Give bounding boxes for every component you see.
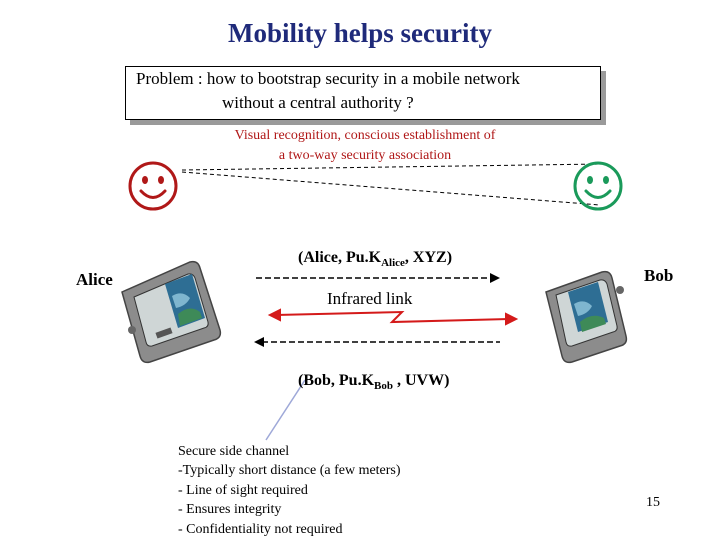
visual-note-line-1: Visual recognition, conscious establishm…	[234, 128, 496, 143]
bob-message: (Bob, Pu.KBob , UVW)	[298, 372, 449, 392]
bob-to-alice-arrowhead	[254, 337, 264, 347]
bob-smiley-icon	[573, 161, 623, 211]
side-channel-item: - Confidentiality not required	[178, 521, 343, 537]
visual-line-top	[181, 163, 601, 171]
alice-message-sub: Alice	[381, 257, 405, 270]
bob-message-post: , UVW)	[392, 372, 450, 389]
page-number: 15	[646, 495, 660, 510]
bob-pda-icon	[545, 270, 628, 364]
visual-note-line-2: a two-way security association	[278, 148, 452, 163]
bob-message-pre: (Bob, Pu.K	[298, 372, 375, 389]
side-channel-heading: Secure side channel	[178, 444, 290, 459]
alice-message-post: , XYZ)	[404, 249, 453, 266]
visual-line-bottom	[181, 171, 601, 206]
problem-line-2: without a central authority ?	[222, 93, 414, 112]
problem-line-1: Problem : how to bootstrap security in a…	[136, 69, 520, 88]
slide-title: Mobility helps security	[228, 18, 492, 48]
alice-message: (Alice, Pu.KAlice, XYZ)	[298, 249, 452, 269]
alice-pda-icon	[121, 260, 222, 364]
alice-to-bob-arrowhead	[490, 273, 500, 283]
side-channel-list: Secure side channel -Typically short dis…	[178, 442, 401, 539]
side-channel-item: - Line of sight required	[178, 482, 308, 498]
problem-box	[125, 66, 601, 120]
alice-smiley-icon	[128, 161, 178, 211]
side-channel-item: -Typically short distance (a few meters)	[178, 463, 401, 479]
infrared-link-icon	[267, 308, 519, 326]
side-channel-item: - Ensures integrity	[178, 502, 282, 518]
infrared-label: Infrared link	[327, 289, 413, 308]
alice-message-pre: (Alice, Pu.K	[298, 249, 382, 266]
line-of-sight	[265, 379, 306, 441]
alice-label: Alice	[76, 270, 113, 289]
bob-label: Bob	[644, 266, 674, 285]
bob-message-sub: Bob	[374, 380, 393, 393]
